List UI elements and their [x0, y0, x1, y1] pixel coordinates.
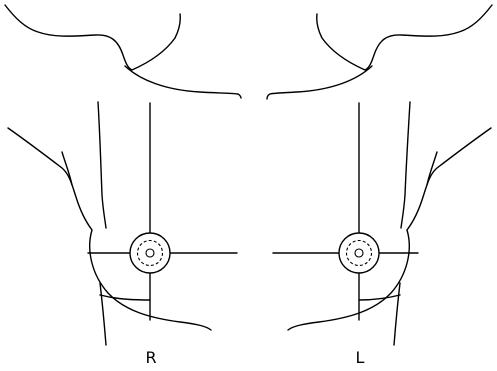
right-arm-line: [8, 128, 92, 230]
left-shoulder-neck-line: [317, 5, 492, 70]
left-lower-torso-line: [394, 283, 400, 345]
left-breast-outline: [267, 5, 492, 345]
right-torso-side-line: [98, 102, 106, 228]
right-side-label: R: [141, 349, 161, 367]
right-breast-outline: [5, 5, 241, 345]
left-side-label: L: [350, 349, 370, 367]
left-arm-line: [407, 128, 491, 230]
right-underbust-line: [100, 295, 150, 300]
right-chest-upper-line: [125, 66, 241, 98]
left-chest-upper-line: [267, 66, 372, 99]
left-underbust-line: [359, 295, 400, 300]
right-areola-outer: [130, 233, 170, 273]
right-shoulder-neck-line: [5, 5, 180, 70]
left-torso-side-line: [401, 102, 410, 228]
left-areola-outer: [339, 233, 379, 273]
right-lower-torso-line: [100, 283, 106, 345]
